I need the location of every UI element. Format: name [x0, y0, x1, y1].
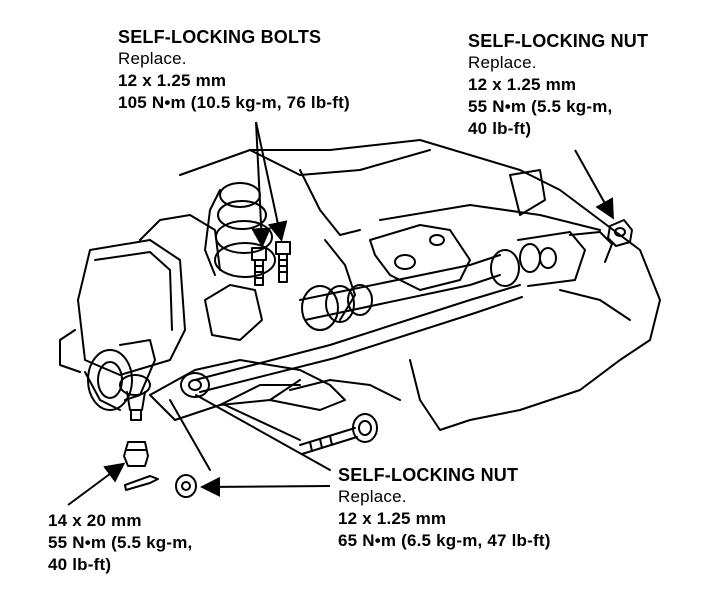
- ball-joint-nut-shape: [123, 441, 159, 491]
- long-bolt: [299, 413, 378, 455]
- callout-torque-line1: 55 N•m (5.5 kg-m,: [48, 533, 193, 552]
- callout-title: SELF-LOCKING BOLTS: [118, 27, 322, 47]
- arrow-to-bolt-right: [255, 121, 288, 242]
- callout-torque: 105 N•m (10.5 kg-m, 76 lb-ft): [118, 93, 350, 112]
- callout-instruction: Replace.: [338, 487, 407, 506]
- callout-self-locking-nut-upper: SELF-LOCKING NUT Replace. 12 x 1.25 mm 5…: [468, 30, 648, 140]
- callout-torque-line2: 40 lb-ft): [468, 119, 532, 138]
- arrow-to-bolt-left: [251, 121, 272, 248]
- callout-size: 12 x 1.25 mm: [118, 71, 227, 90]
- upper-nut-shape: [607, 219, 633, 247]
- callout-self-locking-nut-lower: SELF-LOCKING NUT Replace. 12 x 1.25 mm 6…: [338, 464, 551, 552]
- callout-title: SELF-LOCKING NUT: [338, 465, 519, 485]
- ball-joint: [119, 374, 151, 421]
- self-locking-bolts-pair: [251, 241, 291, 286]
- callout-instruction: Replace.: [468, 53, 537, 72]
- lower-arm: [149, 359, 346, 421]
- callout-title: SELF-LOCKING NUT: [468, 31, 649, 51]
- callout-size: 14 x 20 mm: [48, 511, 142, 530]
- callout-ball-joint-nut: 14 x 20 mm 55 N•m (5.5 kg-m, 40 lb-ft): [48, 510, 192, 576]
- drive-shaft: [204, 254, 501, 341]
- cv-boot: [204, 182, 276, 278]
- callout-arrows: [67, 121, 614, 506]
- callout-size: 12 x 1.25 mm: [468, 75, 577, 94]
- callout-torque-line1: 55 N•m (5.5 kg-m,: [468, 97, 613, 116]
- arrow-to-upper-nut: [574, 149, 614, 220]
- callout-torque-line2: 40 lb-ft): [48, 555, 112, 574]
- callout-torque: 65 N•m (6.5 kg-m, 47 lb-ft): [338, 531, 551, 550]
- steering-knuckle: [59, 214, 221, 411]
- callout-self-locking-bolts: SELF-LOCKING BOLTS Replace. 12 x 1.25 mm…: [118, 26, 350, 114]
- callout-size: 12 x 1.25 mm: [338, 509, 447, 528]
- stabilizer-bar: [194, 284, 523, 393]
- arrow-to-lower-nut: [200, 476, 331, 497]
- lower-nut-shape: [175, 474, 197, 498]
- callout-instruction: Replace.: [118, 49, 187, 68]
- leader-lines: [169, 394, 331, 471]
- subframe-outline: [179, 139, 661, 431]
- arrow-to-ball-joint-nut: [67, 462, 126, 506]
- stabilizer-link: [490, 231, 613, 287]
